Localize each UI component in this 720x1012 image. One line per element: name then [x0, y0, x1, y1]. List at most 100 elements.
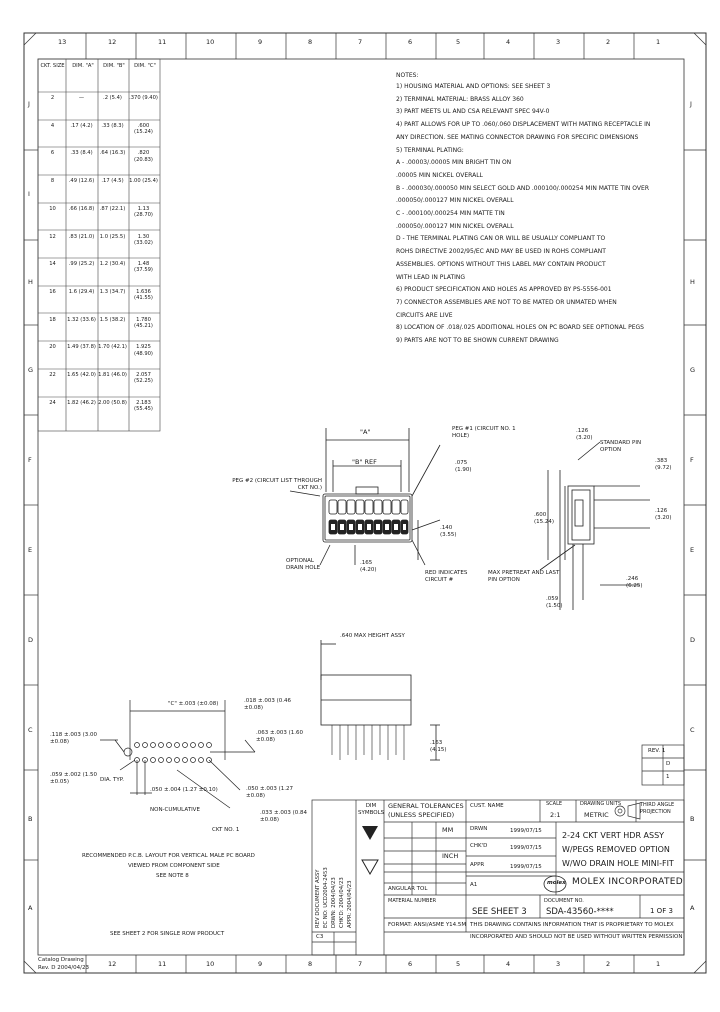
tol-mm: MM: [442, 826, 454, 834]
note-line: .00005 MIN NICKEL OVERALL: [396, 171, 483, 179]
table-cell-a: .49 (12.6): [68, 178, 95, 185]
pcb-dim-063: .063 ±.003 (1.60 ±0.08): [256, 730, 303, 743]
note-line: 8) LOCATION OF .018/.025 ADDITIONAL HOLE…: [396, 324, 644, 332]
table-cell-ckt: 18: [49, 316, 56, 323]
red-indicates-callout: RED INDICATES CIRCUIT #: [425, 570, 468, 583]
dim-383: .383 (9.72): [655, 458, 672, 471]
unless-specified: (UNLESS SPECIFIED): [388, 811, 455, 819]
table-cell-c: .820 (20.83): [134, 150, 153, 163]
top-zone-4: 4: [506, 38, 511, 46]
approved-date: 1999/07/15: [510, 864, 542, 870]
side-zone-e-right: E: [690, 546, 695, 554]
see-sheet-3: SEE SHEET 3: [472, 907, 527, 917]
footer-date: Rev. D 2004/04/23: [38, 965, 89, 971]
dim-246: .246 (6.25): [626, 576, 643, 589]
table-cell-c: .370 (9.40): [129, 95, 158, 101]
note-line: B - .000030/.000050 MIN SELECT GOLD AND …: [396, 184, 649, 192]
table-cell-c: 1.48 (37.59): [134, 261, 153, 274]
bottom-zone-7: 7: [358, 960, 363, 968]
table-cell-ckt: 16: [49, 288, 56, 295]
note-line: .000050/.000127 MIN NICKEL OVERALL: [396, 197, 514, 205]
table-cell-ckt: 12: [49, 233, 56, 240]
table-cell-b: 1.5 (38.2): [99, 316, 126, 323]
table-cell-c: 1.780 (45.21): [134, 316, 153, 329]
table-cell-ckt: 10: [49, 205, 56, 212]
table-cell-ckt: 8: [50, 178, 55, 185]
side-zone-e-left: E: [28, 546, 33, 554]
proprietary-line-1: THIS DRAWING CONTAINS INFORMATION THAT I…: [470, 922, 674, 928]
bottom-zone-12: 12: [108, 960, 117, 968]
note-line: 9) PARTS ARE NOT TO BE SHOWN CURRENT DRA…: [396, 337, 559, 344]
top-zone-1: 1: [656, 38, 661, 46]
revision-line: DRWN: 2004/04/23: [331, 877, 337, 928]
side-zone-d-right: D: [690, 636, 696, 644]
dim-symbols-label: DIM SYMBOLS: [358, 803, 385, 816]
revision-line: EC NO: UCD2004-2453: [323, 867, 329, 928]
table-cell-b: .87 (22.1): [99, 205, 126, 212]
scale-label: SCALE: [546, 801, 563, 807]
dim-600: .600 (15.24): [534, 512, 555, 525]
side-zone-c-left: C: [28, 726, 33, 734]
table-cell-a: 1.49 (37.8): [67, 344, 96, 351]
table-cell-b: .2 (5.4): [103, 95, 122, 101]
table-cell-ckt: 2: [50, 95, 55, 101]
approved-label: APPR: [470, 862, 485, 868]
rev-table-2: D: [666, 761, 671, 767]
side-zone-a-left: A: [28, 904, 33, 912]
table-cell-b: .17 (4.5): [101, 178, 124, 185]
tol-inch: INCH: [442, 852, 459, 860]
dim-163: .163 (4.15): [430, 740, 447, 753]
table-cell-a: .17 (4.2): [70, 122, 93, 129]
bottom-zone-3: 3: [556, 960, 561, 968]
bottom-zone-4: 4: [506, 960, 511, 968]
table-cell-c: 1.925 (48.90): [134, 344, 153, 357]
pcb-dim-118: .118 ±.003 (3.00 ±0.08): [50, 732, 97, 745]
table-cell-a: .99 (25.2): [68, 261, 95, 268]
bottom-zone-1: 1: [656, 960, 661, 968]
proprietary-line-2: INCORPORATED AND SHOULD NOT BE USED WITH…: [470, 934, 683, 940]
table-header-ckt: CKT. SIZE: [40, 63, 65, 69]
table-cell-a: .66 (16.8): [68, 205, 95, 212]
max-height-callout: .640 MAX HEIGHT ASSY: [340, 633, 405, 639]
note-line: WITH LEAD IN PLATING: [396, 273, 466, 281]
pcb-ckt-no: CKT NO. 1: [212, 827, 240, 833]
rev-table-3: 1: [666, 774, 670, 780]
table-cell-ckt: 20: [49, 344, 56, 351]
title-line-1: 2-24 CKT VERT HDR ASSY: [562, 831, 665, 840]
dim-140: .140 (3.55): [440, 525, 457, 538]
note-line: A - .00003/.00005 MIN BRIGHT TIN ON: [396, 159, 512, 167]
note-line: 7) CONNECTOR ASSEMBLIES ARE NOT TO BE MA…: [396, 298, 617, 306]
checked-date: 1999/07/15: [510, 845, 542, 851]
side-zone-j-right: J: [690, 100, 692, 108]
top-zone-8: 8: [308, 38, 313, 46]
note-line: 2) TERMINAL MATERIAL: BRASS ALLOY 360: [396, 95, 524, 103]
bottom-zone-9: 9: [258, 960, 263, 968]
table-cell-c: 2.183 (55.45): [134, 399, 153, 412]
optional-drain-callout: OPTIONAL DRAIN HOLE: [286, 558, 321, 571]
table-cell-ckt: 6: [50, 150, 55, 157]
side-zone-h-right: H: [690, 278, 695, 286]
table-cell-ckt: 22: [49, 372, 56, 378]
circuit-dimension-table: CKT. SIZE DIM. "A" DIM. "B" DIM. "C" 2—.…: [38, 59, 160, 431]
rev-table-1: REV. 1: [648, 748, 666, 754]
revision-line: APPR: 2004/04/23: [347, 880, 353, 928]
side-zone-a-right: A: [690, 904, 695, 912]
bottom-zone-11: 11: [158, 960, 167, 968]
top-zone-7: 7: [358, 38, 363, 46]
table-cell-b: 1.3 (34.7): [99, 288, 126, 295]
projection-label: THIRD ANGLE PROJECTION: [640, 802, 675, 815]
molex-logo-text: molex: [547, 880, 566, 886]
table-cell-a: 1.32 (33.6): [67, 316, 96, 323]
note-line: ROHS DIRECTIVE 2002/95/EC AND MAY BE USE…: [396, 248, 606, 256]
table-cell-c: .600 (15.24): [134, 122, 153, 135]
company-name: MOLEX INCORPORATED: [572, 877, 683, 887]
pcb-non-cumulative: NON-CUMULATIVE: [150, 807, 200, 813]
dim-a-label: "A": [360, 428, 371, 436]
drawing-units-label: DRAWING UNITS: [580, 801, 621, 807]
table-cell-b: 2.00 (50.8): [98, 399, 127, 406]
pcb-recommended-2: VIEWED FROM COMPONENT SIDE: [128, 863, 220, 869]
bottom-zone-2: 2: [606, 960, 611, 968]
size-label: A1: [470, 882, 478, 888]
